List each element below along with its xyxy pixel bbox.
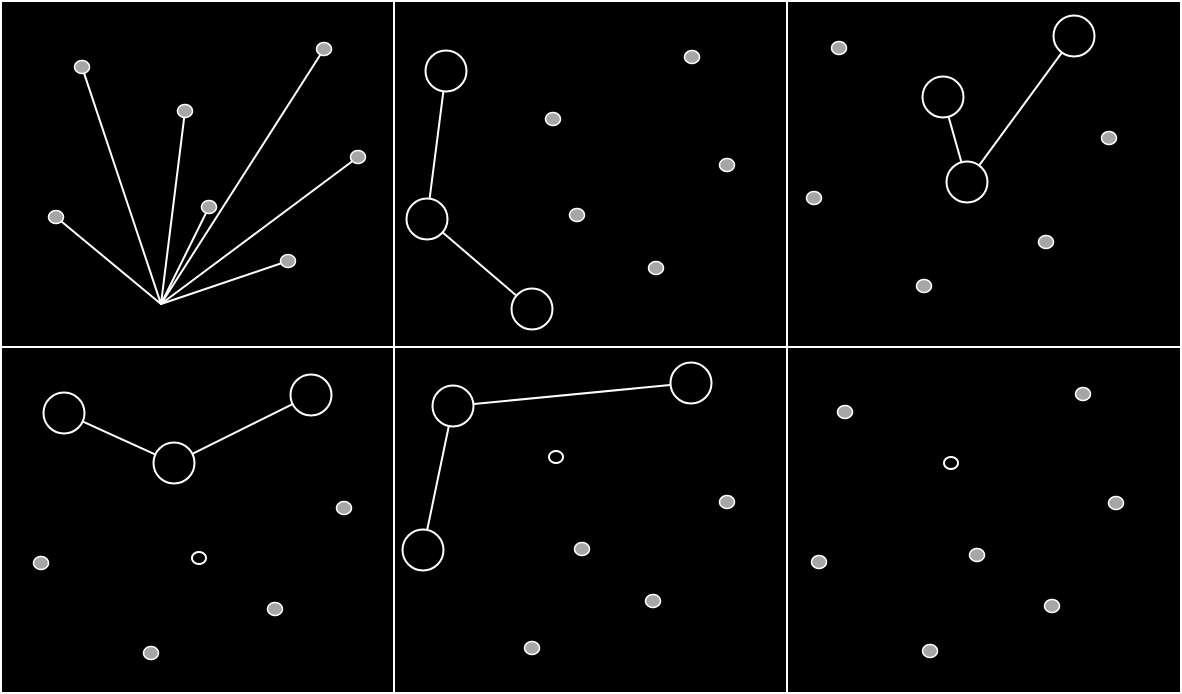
gray-dot-node	[544, 111, 562, 127]
graph-edge	[452, 382, 692, 407]
gray-dot-node	[718, 157, 736, 173]
graph-edge	[160, 48, 325, 305]
large-node-circle	[401, 528, 445, 572]
gray-dot-node	[921, 643, 939, 659]
gray-dot-node	[266, 601, 284, 617]
gray-dot-node	[73, 59, 91, 75]
gray-dot-node	[1043, 598, 1061, 614]
gray-dot-node	[349, 149, 367, 165]
large-node-circle	[42, 391, 86, 435]
gray-dot-node	[573, 541, 591, 557]
graph-edge	[81, 66, 162, 305]
panel-2	[405, 49, 736, 331]
gray-dot-node	[523, 640, 541, 656]
gray-dot-node	[279, 253, 297, 269]
gray-dot-node	[830, 40, 848, 56]
panel-4	[32, 373, 353, 661]
gray-dot-node	[1037, 234, 1055, 250]
gray-dot-node	[805, 190, 823, 206]
gray-dot-node	[647, 260, 665, 276]
graph-edge	[426, 70, 447, 220]
gray-dot-node	[315, 41, 333, 57]
large-node-circle	[921, 75, 965, 119]
gray-dot-node	[176, 103, 194, 119]
graph-edge	[966, 35, 1075, 183]
panels-layer	[32, 14, 1125, 661]
small-ring-node	[943, 456, 959, 470]
large-node-circle	[1052, 14, 1096, 58]
gray-dot-node	[568, 207, 586, 223]
graph-edge	[160, 206, 210, 305]
gray-dot-node	[644, 593, 662, 609]
large-node-circle	[152, 441, 196, 485]
gray-dot-node	[200, 199, 218, 215]
large-node-circle	[945, 160, 989, 204]
gray-dot-node	[718, 494, 736, 510]
gray-dot-node	[683, 49, 701, 65]
large-node-circle	[510, 287, 554, 331]
gray-dot-node	[47, 209, 65, 225]
graph-edge	[160, 156, 359, 305]
large-node-circle	[405, 197, 449, 241]
graph-edge	[160, 260, 289, 305]
gray-dot-node	[810, 554, 828, 570]
panel-6	[810, 386, 1125, 659]
gray-dot-node	[32, 555, 50, 571]
large-node-circle	[669, 361, 713, 405]
gray-dot-node	[836, 404, 854, 420]
gray-dot-node	[1074, 386, 1092, 402]
graph-edge	[173, 394, 312, 464]
gray-dot-node	[968, 547, 986, 563]
graph-edge	[426, 218, 533, 310]
small-ring-node	[548, 450, 564, 464]
gray-dot-node	[142, 645, 160, 661]
panel-1	[47, 41, 367, 305]
gray-dot-node	[915, 278, 933, 294]
gray-dot-node	[1107, 495, 1125, 511]
graph-edge	[55, 216, 162, 305]
large-node-circle	[424, 49, 468, 93]
graph-edge	[422, 405, 454, 551]
small-ring-node	[191, 551, 207, 565]
large-node-circle	[289, 373, 333, 417]
panel-3	[805, 14, 1118, 294]
gray-dot-node	[1100, 130, 1118, 146]
large-node-circle	[431, 384, 475, 428]
panel-5	[401, 361, 736, 656]
graph-edge	[160, 110, 186, 305]
gray-dot-node	[335, 500, 353, 516]
